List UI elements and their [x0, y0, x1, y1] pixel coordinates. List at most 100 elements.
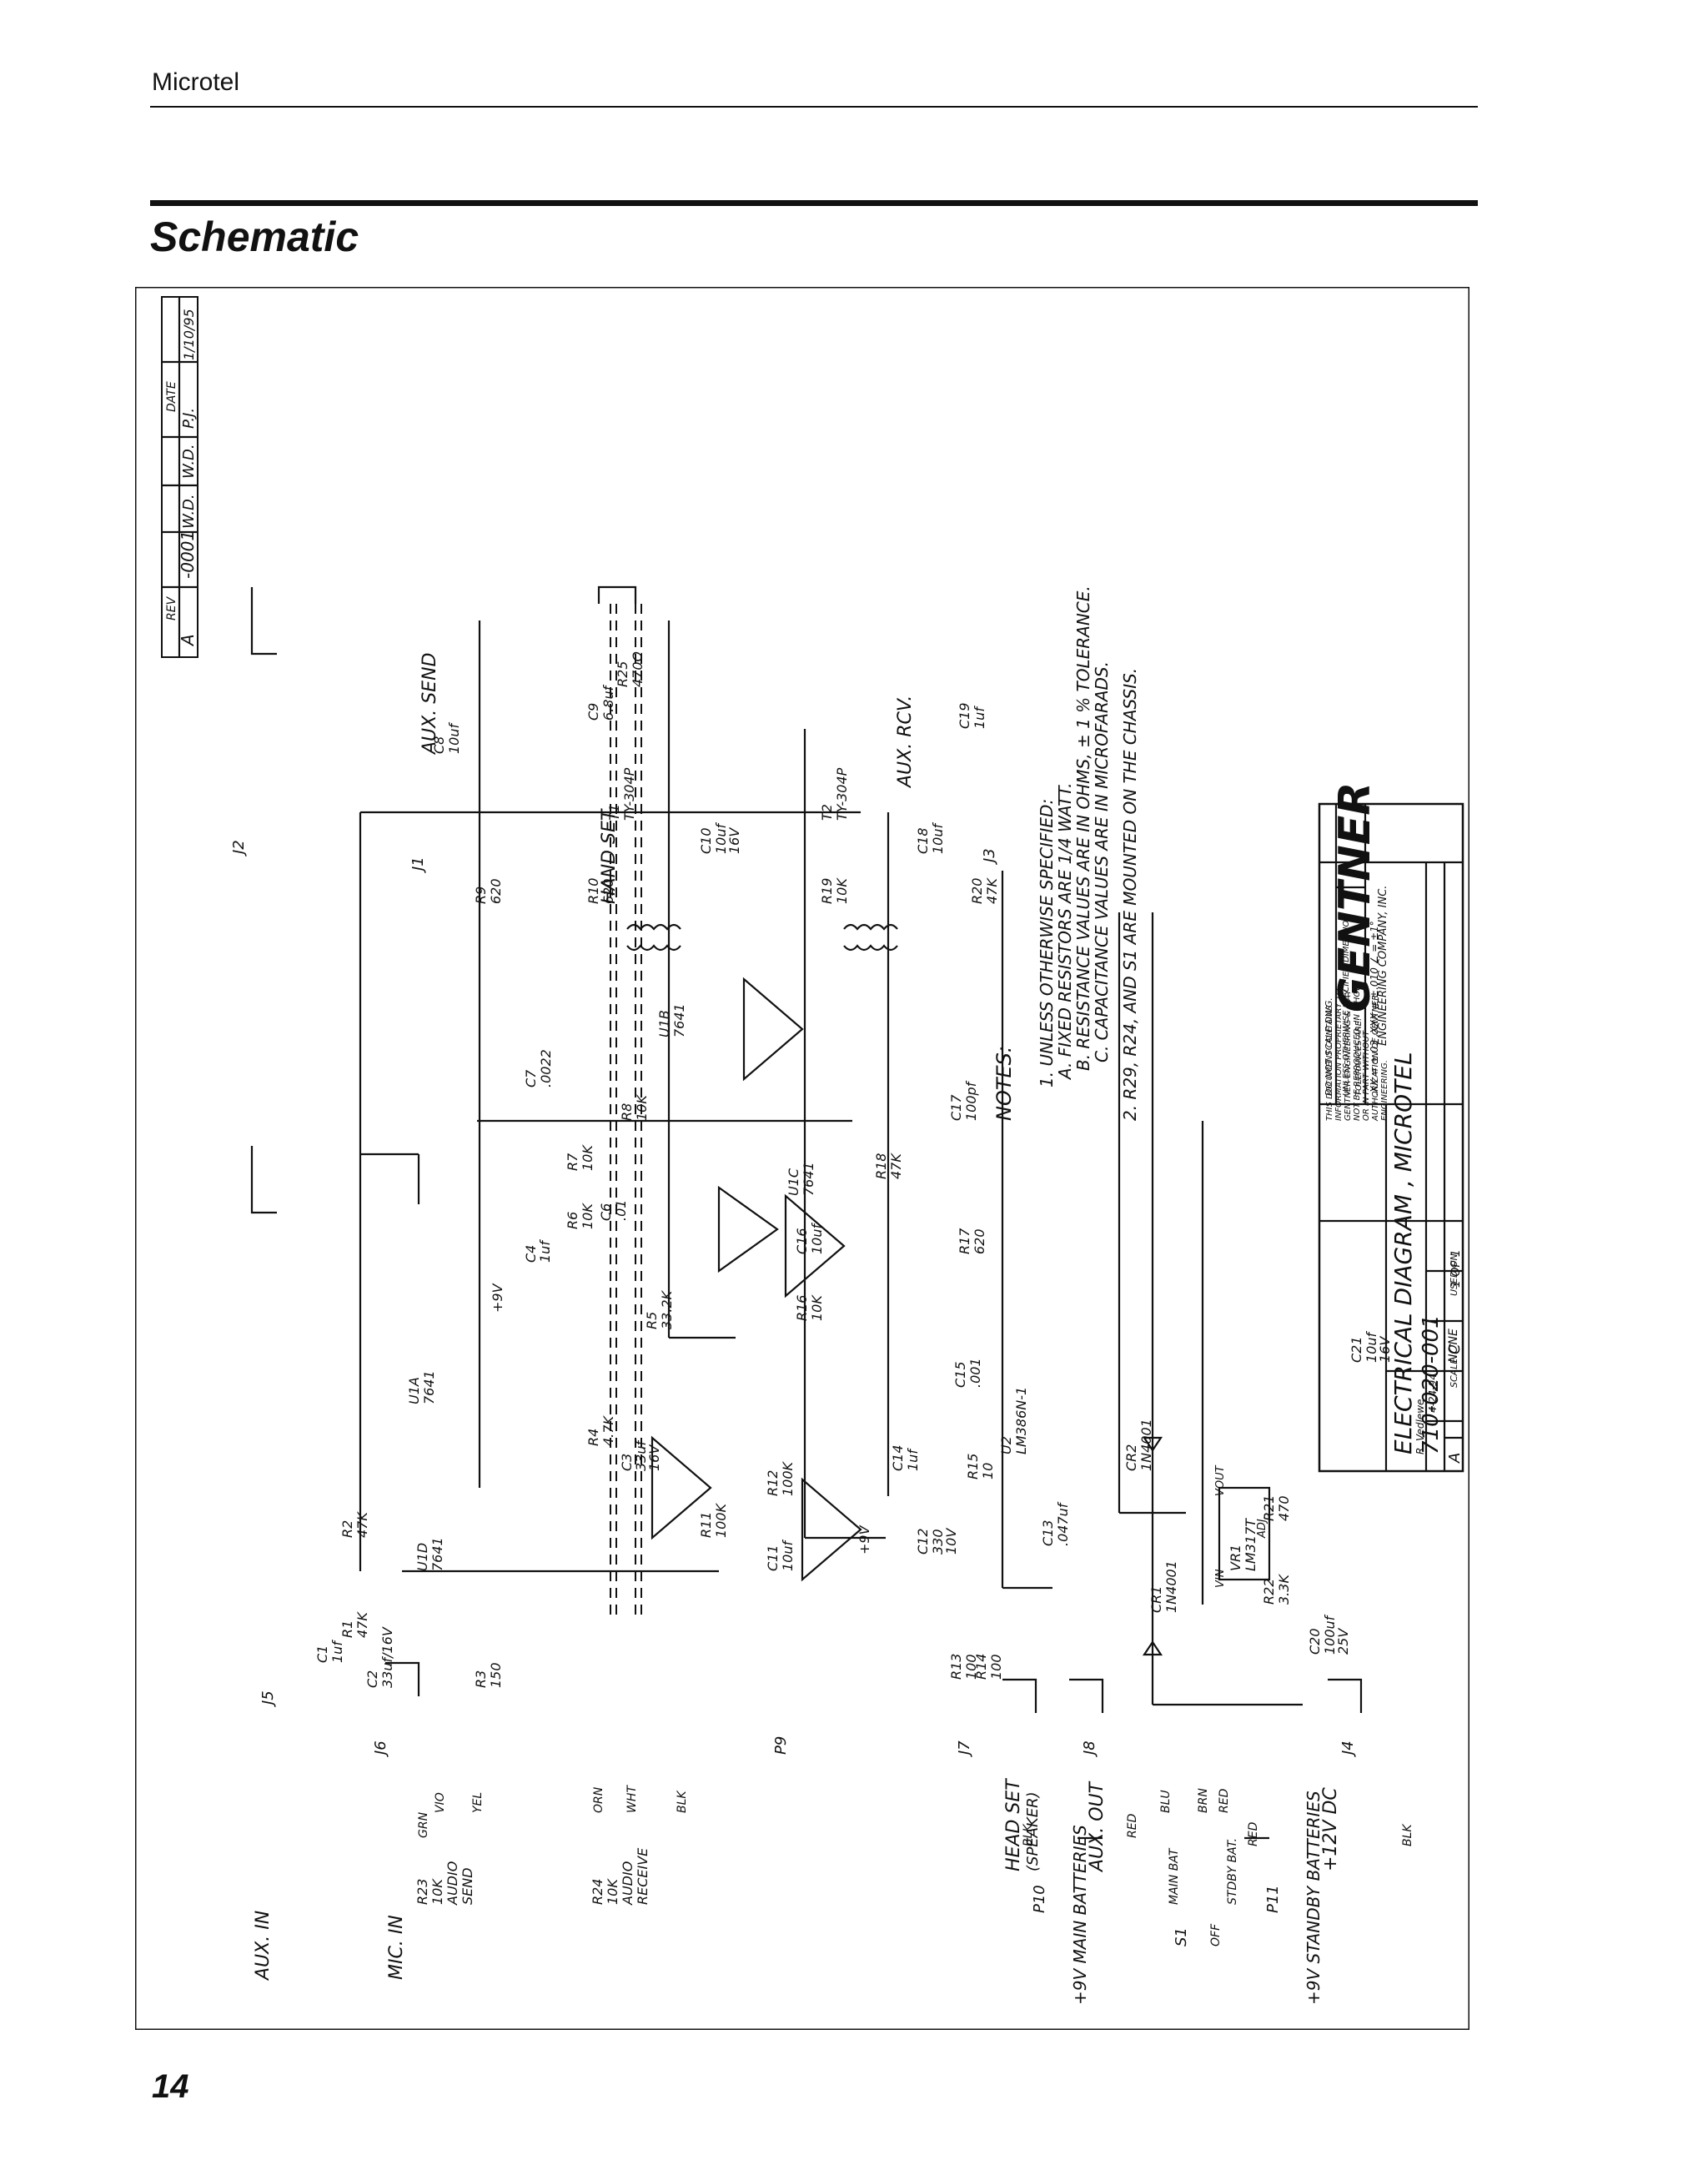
- schematic-label: .01: [613, 1200, 629, 1221]
- schematic-label: RED: [1218, 1788, 1231, 1813]
- schematic-label: R25: [615, 661, 630, 687]
- schematic-label: 150: [488, 1662, 504, 1688]
- j2-jack: [250, 587, 277, 656]
- schematic-label: R24: [590, 1879, 605, 1905]
- cr1-diode: [1142, 1640, 1163, 1656]
- drawing-title: ELECTRICAL DIAGRAM , MICROTEL: [1389, 1052, 1417, 1454]
- schematic-label: 33.2K: [659, 1289, 675, 1329]
- schematic-label: 620: [972, 1228, 987, 1254]
- schematic-label: 1N4001: [1138, 1419, 1154, 1471]
- schematic-label: 10uf: [809, 1223, 825, 1255]
- schematic-label: OFF: [1209, 1923, 1223, 1946]
- rev-value: A: [178, 634, 198, 647]
- schematic-label: 10: [980, 1463, 996, 1479]
- tolerance-values: .XX = ±.03 .XXX = ±.010 ∠ = ±1°: [1369, 921, 1380, 1096]
- schematic-label: (SPEAKER): [1024, 1791, 1042, 1871]
- schematic-label: U1D: [414, 1543, 430, 1571]
- schematic-label: 1uf: [329, 1640, 345, 1663]
- schematic-label: 620: [488, 878, 504, 904]
- schematic-label: BLK: [1022, 1823, 1035, 1846]
- schematic-label: ENGINEERING.: [1380, 1060, 1389, 1121]
- drawn-by: W.D.: [180, 494, 198, 529]
- tolerances: TOLERANCES ARE:: [1354, 1018, 1364, 1096]
- schematic-label: 10K: [430, 1878, 445, 1905]
- jack-designators: J1 J2 J3 J4 J5 J6 J7 J8 P9 P10 P11 S1 MA…: [230, 840, 1357, 1946]
- schematic-label: AUX. OUT: [1087, 1781, 1108, 1873]
- schematic-label: 6.8uf: [600, 684, 616, 721]
- schematic-label: VIN: [1214, 1569, 1227, 1588]
- schematic-label: AUX. RCV.: [895, 696, 916, 789]
- schematic-label: R13: [948, 1654, 964, 1680]
- schematic-label: 10K: [834, 877, 850, 904]
- schematic-label: AUX. SEND: [419, 653, 440, 756]
- title-block: [1318, 802, 1464, 1473]
- schematic-label: WHT: [625, 1785, 639, 1813]
- schematic-label: C17: [948, 1094, 964, 1121]
- checked-by: W.D.: [180, 444, 198, 479]
- rev-header-rev: REV: [165, 595, 178, 620]
- schematic-label: C6: [598, 1203, 614, 1221]
- schematic-label: MAIN BAT: [1168, 1847, 1181, 1905]
- schematic-label: U1C: [786, 1168, 801, 1196]
- schematic-label: 100: [963, 1654, 979, 1680]
- revision-text: REV DATE A -0001 W.D. W.D. P.J. 1/10/95: [165, 309, 198, 647]
- schematic-label: C12: [915, 1528, 931, 1555]
- schematic-label: R2: [339, 1520, 355, 1538]
- drawing-number: 710-020-001: [1419, 1314, 1444, 1454]
- schematic-label: R10: [585, 878, 601, 904]
- schematic-label: J7: [956, 1740, 973, 1757]
- schematic-label: R5: [644, 1312, 660, 1329]
- schematic-label: 47K: [354, 1511, 370, 1538]
- schematic-label: C9: [585, 703, 601, 721]
- schematic-label: J4: [1339, 1740, 1357, 1757]
- sheet-value: 1 OF 1: [1449, 1249, 1463, 1288]
- j6-jack: [385, 1661, 420, 1696]
- schematic-label: 1. UNLESS OTHERWISE SPECIFIED:: [1037, 799, 1057, 1087]
- schematic-label: 1uf: [537, 1239, 553, 1263]
- transformer-t2: [843, 923, 898, 952]
- schematic-label: BLK: [676, 1790, 689, 1813]
- schematic-label: .047uf: [1055, 1501, 1071, 1546]
- size-value: C: [1446, 1344, 1464, 1354]
- schematic-label: A. FIXED RESISTORS ARE 1/4 WATT.: [1055, 782, 1075, 1081]
- schematic-label: +9V STANDBY BATTERIES: [1304, 1791, 1324, 2005]
- notes-heading: NOTES:: [992, 1046, 1016, 1121]
- notes: NOTES: 1. UNLESS OTHERWISE SPECIFIED: A.…: [992, 585, 1140, 1121]
- schematic-label: 10uf: [1364, 1331, 1379, 1364]
- schematic-label: R15: [965, 1454, 981, 1479]
- schematic-label: 1uf: [905, 1448, 921, 1471]
- schematic-label: 100pf: [963, 1080, 979, 1121]
- schematic-label: 25V: [1335, 1628, 1351, 1655]
- u1a-opamp: [651, 1435, 712, 1540]
- schematic-label: J3: [981, 848, 998, 865]
- schematic-label: C21: [1349, 1336, 1364, 1363]
- schematic-label: .001: [967, 1358, 983, 1388]
- schematic-label: C14: [890, 1444, 906, 1471]
- page-header: Microtel: [152, 68, 240, 96]
- schematic-drawing: REV DATE A -0001 W.D. W.D. P.J. 1/10/95 …: [135, 287, 1469, 2030]
- schematic-label: C19: [957, 702, 972, 729]
- connector-labels: AUX. SEND HAND SET AUX. RCV. AUX. IN MIC…: [253, 653, 1341, 2005]
- schematic-label: RED: [1247, 1821, 1260, 1846]
- schematic-label: LM386N-1: [1013, 1387, 1029, 1454]
- transformer-t1: [626, 923, 681, 952]
- schematic-label: U1B: [656, 1010, 672, 1037]
- schematic-label: .0022: [538, 1049, 554, 1087]
- wire-labels: GRN VIO YEL ORN WHT BLK RED BLU BRN RED …: [417, 1785, 1414, 1846]
- title-rule: [150, 200, 1478, 206]
- schematic-label: 10uf: [713, 822, 729, 855]
- schematic-label: CR2: [1123, 1444, 1139, 1471]
- schematic-label: J2: [230, 840, 248, 856]
- schematic-label: R4: [585, 1429, 601, 1446]
- header-rule: [150, 106, 1478, 108]
- schematic-label: RED: [1126, 1813, 1139, 1838]
- schematic-label: VIO: [434, 1792, 447, 1813]
- schematic-label: AUX. IN: [253, 1911, 274, 1982]
- schematic-label: 2. R29, R24, AND S1 ARE MOUNTED ON THE C…: [1120, 668, 1140, 1121]
- schematic-label: R3: [473, 1670, 489, 1688]
- schematic-label: R14: [973, 1654, 989, 1680]
- schematic-label: 47K: [354, 1611, 370, 1638]
- schematic-label: R6: [565, 1212, 580, 1229]
- schematic-label: +9V: [490, 1283, 505, 1313]
- u1c-opamp: [801, 1477, 862, 1582]
